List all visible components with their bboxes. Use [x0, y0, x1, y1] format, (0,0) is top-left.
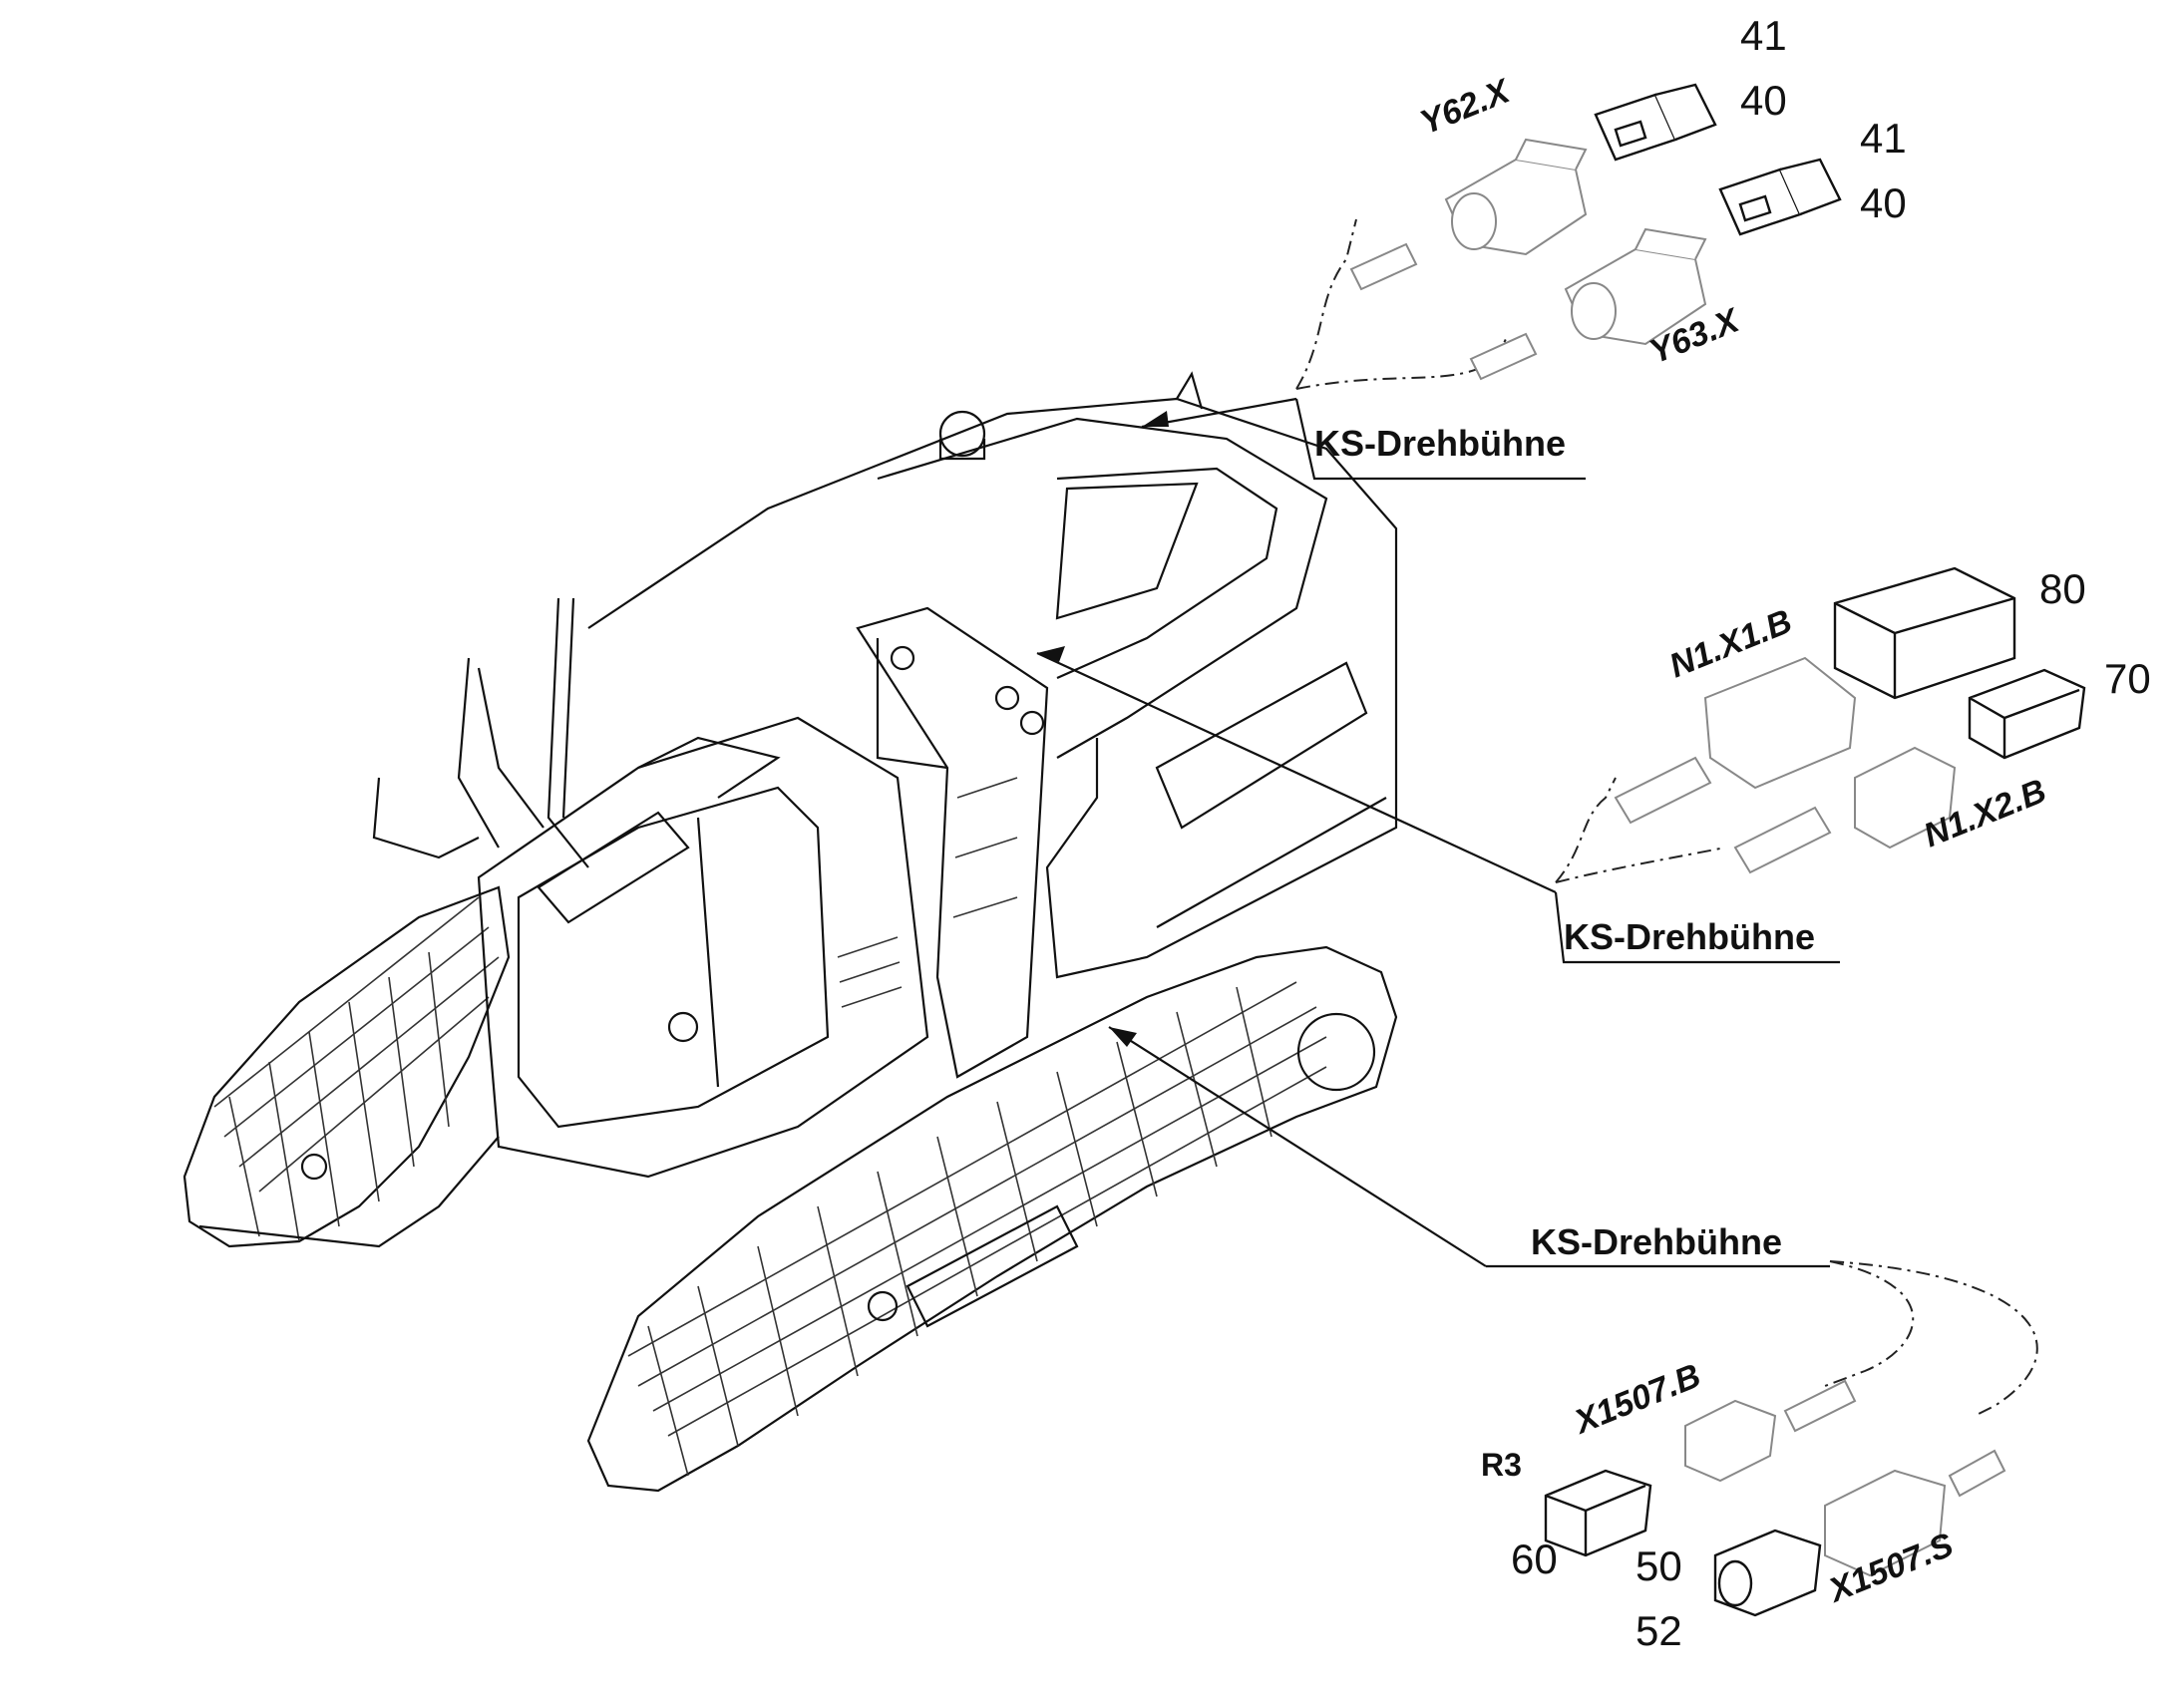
- part-number-80: 80: [2039, 565, 2086, 612]
- label-ks-bottom: KS-Drehbühne: [1531, 1221, 1782, 1262]
- part-number-60: 60: [1511, 1536, 1558, 1582]
- excavator-illustration: [182, 371, 1398, 1493]
- label-ks-top: KS-Drehbühne: [1314, 423, 1566, 464]
- plug-top-b: [1718, 158, 1842, 236]
- connector-x1507s-housing: [1824, 1449, 2006, 1577]
- part-number-50: 50: [1635, 1542, 1682, 1589]
- plug-70: [1968, 668, 2086, 760]
- part-number-70: 70: [2104, 655, 2151, 702]
- handrails: [372, 597, 589, 868]
- plug-50: [1713, 1529, 1822, 1617]
- arrowhead-middle: [1037, 646, 1065, 662]
- arrowhead-bottom: [1109, 1027, 1137, 1047]
- connector-n1x1b-housing: [1614, 656, 1857, 825]
- part-number-40-a: 40: [1740, 77, 1787, 124]
- connector-y63-housing: [1469, 227, 1707, 381]
- plug-80: [1833, 566, 2016, 700]
- plug-top-a: [1594, 83, 1717, 162]
- connector-n1x2b-housing: [1733, 746, 1957, 874]
- right-crawler-track: [586, 945, 1398, 1493]
- part-number-52: 52: [1635, 1607, 1682, 1654]
- arrowhead-top: [1142, 411, 1169, 427]
- part-number-41-a: 41: [1740, 12, 1787, 59]
- operator-cab: [477, 716, 929, 1179]
- label-r3: R3: [1481, 1447, 1522, 1483]
- plug-60: [1544, 1469, 1652, 1557]
- boom-assembly: [856, 606, 1049, 1079]
- upper-structure: [587, 371, 1398, 979]
- connector-x1507b-housing: [1684, 1379, 1857, 1483]
- leader-lines: [1036, 397, 1840, 1268]
- left-crawler-track: [182, 885, 511, 1248]
- label-ks-middle: KS-Drehbühne: [1564, 916, 1815, 957]
- connector-y62-housing: [1349, 138, 1588, 291]
- part-number-40-b: 40: [1860, 179, 1907, 226]
- label-y62: Y62.X: [1415, 72, 1517, 143]
- cable-routes: [1295, 218, 2038, 1417]
- part-number-41-b: 41: [1860, 115, 1907, 162]
